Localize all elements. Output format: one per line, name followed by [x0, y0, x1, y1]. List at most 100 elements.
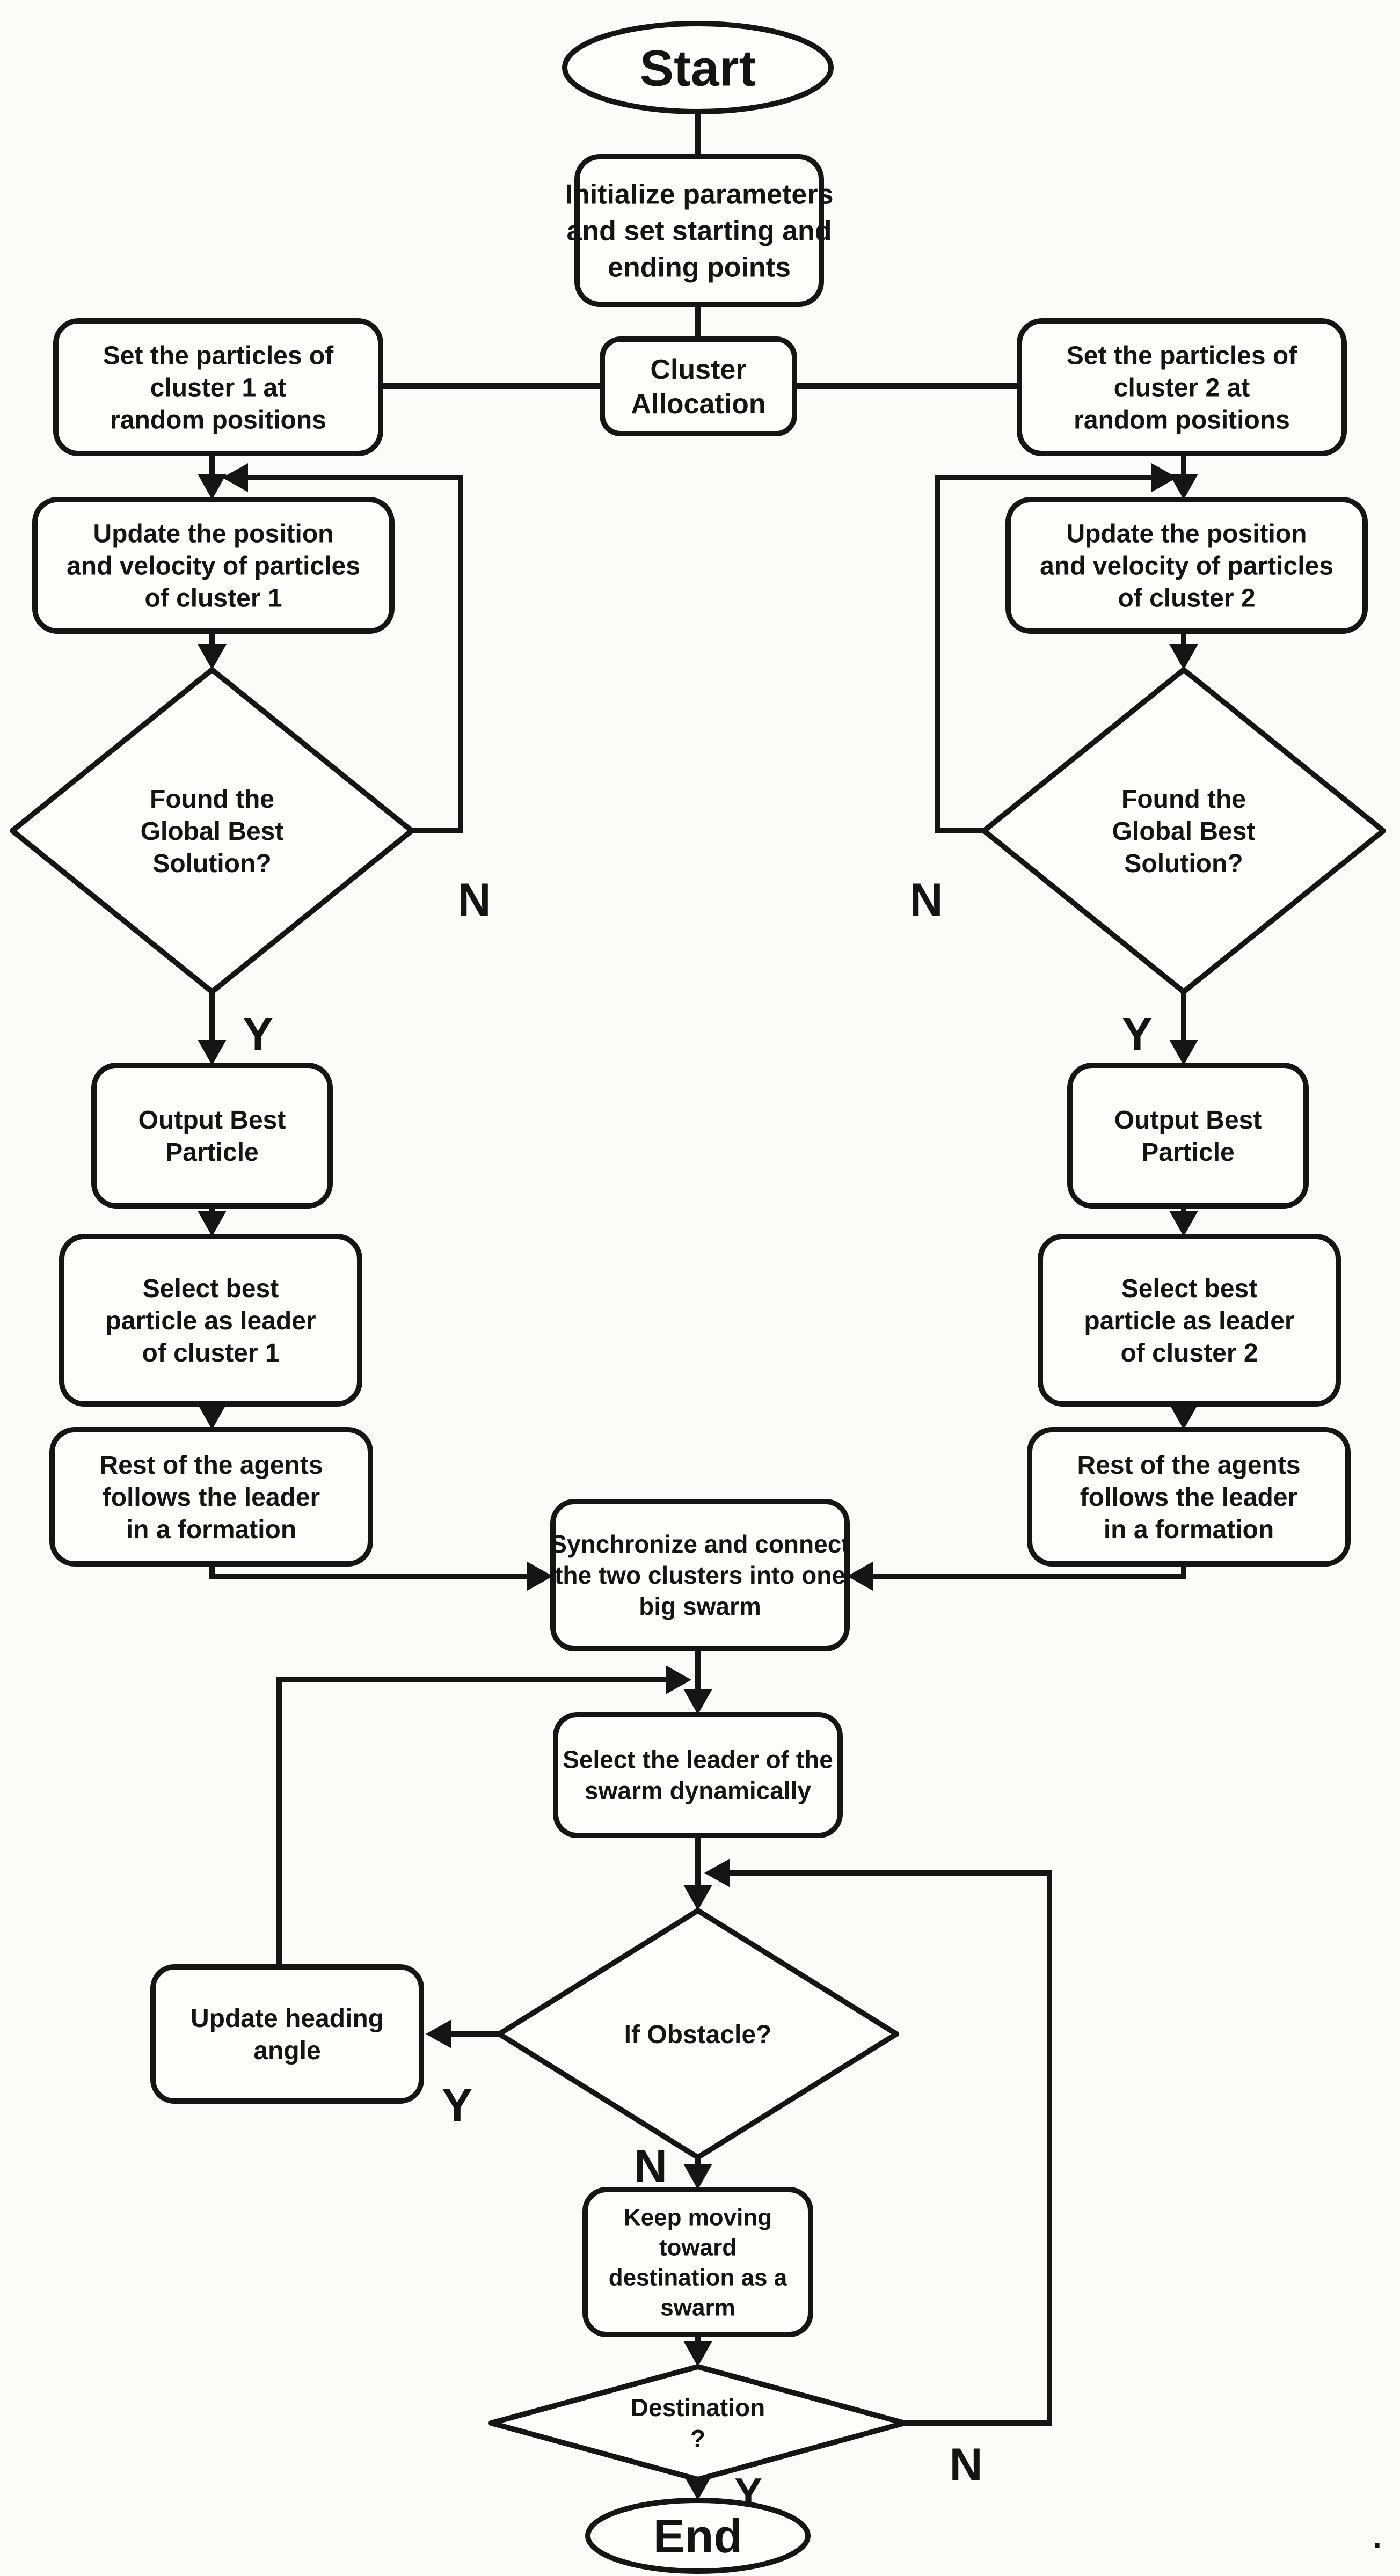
label-n-found2: N	[909, 874, 943, 926]
label-n-found1: N	[457, 874, 491, 926]
select-leader1-process-shape	[59, 1234, 362, 1407]
edge-set2-update2	[1169, 453, 1198, 500]
destination-decision-shape	[488, 2364, 907, 2482]
edge-found1-output1	[198, 992, 227, 1065]
edge-rest2-sync	[847, 1562, 1186, 1591]
node-if-obstacle-label: If Obstacle?	[624, 2021, 772, 2049]
arrowhead-selectleader-obstacle-icon	[683, 1885, 712, 1911]
node-start: Start	[562, 21, 834, 114]
arrowhead-obstacle-keepmoving-icon	[683, 2164, 712, 2190]
edge-obstacle-updateheading	[426, 2019, 499, 2048]
node-destination: Destination?	[488, 2364, 907, 2482]
arrowhead-rest1-sync-icon	[527, 1562, 553, 1591]
edge-set1-update1	[198, 453, 227, 500]
edge-destination-n-loop	[704, 1858, 1052, 2426]
edge-selectleader-obstacle	[683, 1835, 712, 1911]
edge-update1-found1	[198, 631, 227, 670]
arrowhead-set2-update2-icon	[1169, 474, 1198, 500]
edge-output2-select2	[1169, 1206, 1198, 1236]
cluster-allocation-process-shape	[600, 336, 797, 436]
arrowhead-rest2-sync-icon	[847, 1562, 873, 1591]
arrowhead-keepmoving-destination-icon	[683, 2341, 712, 2367]
edge-found2-n-loop	[935, 463, 1177, 833]
arrowhead-destination-n-loop-icon	[704, 1858, 730, 1887]
update-heading-process-shape	[150, 1964, 424, 2104]
edge-output1-select1	[198, 1206, 227, 1236]
found-best2-decision-shape	[981, 667, 1386, 994]
select-swarm-leader-process-shape	[553, 1712, 843, 1838]
node-end: End	[585, 2498, 811, 2574]
arrowhead-destination-end-icon	[683, 2475, 712, 2500]
node-start-label: Start	[640, 40, 756, 97]
arrowhead-select2-rest2-icon	[1169, 1404, 1198, 1430]
output-best1-process-shape	[91, 1063, 333, 1209]
initialize-process-shape	[574, 154, 824, 307]
node-if-obstacle: If Obstacle?	[497, 1908, 899, 2160]
arrowhead-found2-n-loop-icon	[1151, 463, 1177, 492]
arrowhead-found2-output2-icon	[1169, 1040, 1198, 1065]
select-leader2-process-shape	[1038, 1234, 1341, 1407]
edge-keepmoving-destination	[683, 2334, 712, 2367]
update-cluster2-process-shape	[1005, 497, 1368, 634]
update-cluster1-process-shape	[32, 497, 395, 634]
start-terminal-shape	[562, 21, 834, 114]
arrowhead-sync-selectleader-icon	[683, 1689, 712, 1715]
arrowhead-found1-n-loop-icon	[222, 463, 248, 492]
edge-obstacle-keepmoving	[683, 2157, 712, 2190]
output-best2-process-shape	[1067, 1063, 1309, 1209]
end-terminal-shape	[585, 2498, 811, 2574]
edge-found2-output2	[1169, 992, 1198, 1065]
set-cluster2-process-shape	[1017, 318, 1347, 456]
node-destination-label: Destination?	[631, 2394, 765, 2453]
edge-select1-rest1	[198, 1404, 227, 1430]
edge-select2-rest2	[1169, 1404, 1198, 1430]
edge-updateheading-loop	[276, 1665, 691, 1967]
arrowhead-obstacle-updateheading-icon	[426, 2019, 451, 2048]
arrowhead-found1-output1-icon	[198, 1040, 227, 1065]
label-stray-dot: .	[1373, 2519, 1382, 2555]
arrowhead-set1-update1-icon	[198, 474, 227, 500]
arrowhead-update2-found2-icon	[1169, 644, 1198, 670]
edge-found1-n-loop	[222, 463, 463, 833]
label-y-found1: Y	[243, 1008, 274, 1060]
node-end-label: End	[653, 2509, 742, 2563]
arrowhead-update1-found1-icon	[198, 644, 227, 670]
found-best1-decision-shape	[10, 667, 414, 994]
edge-rest1-sync	[209, 1562, 553, 1591]
label-y-obstacle: Y	[442, 2080, 473, 2131]
set-cluster1-process-shape	[53, 318, 383, 456]
arrowhead-output2-select2-icon	[1169, 1211, 1198, 1236]
